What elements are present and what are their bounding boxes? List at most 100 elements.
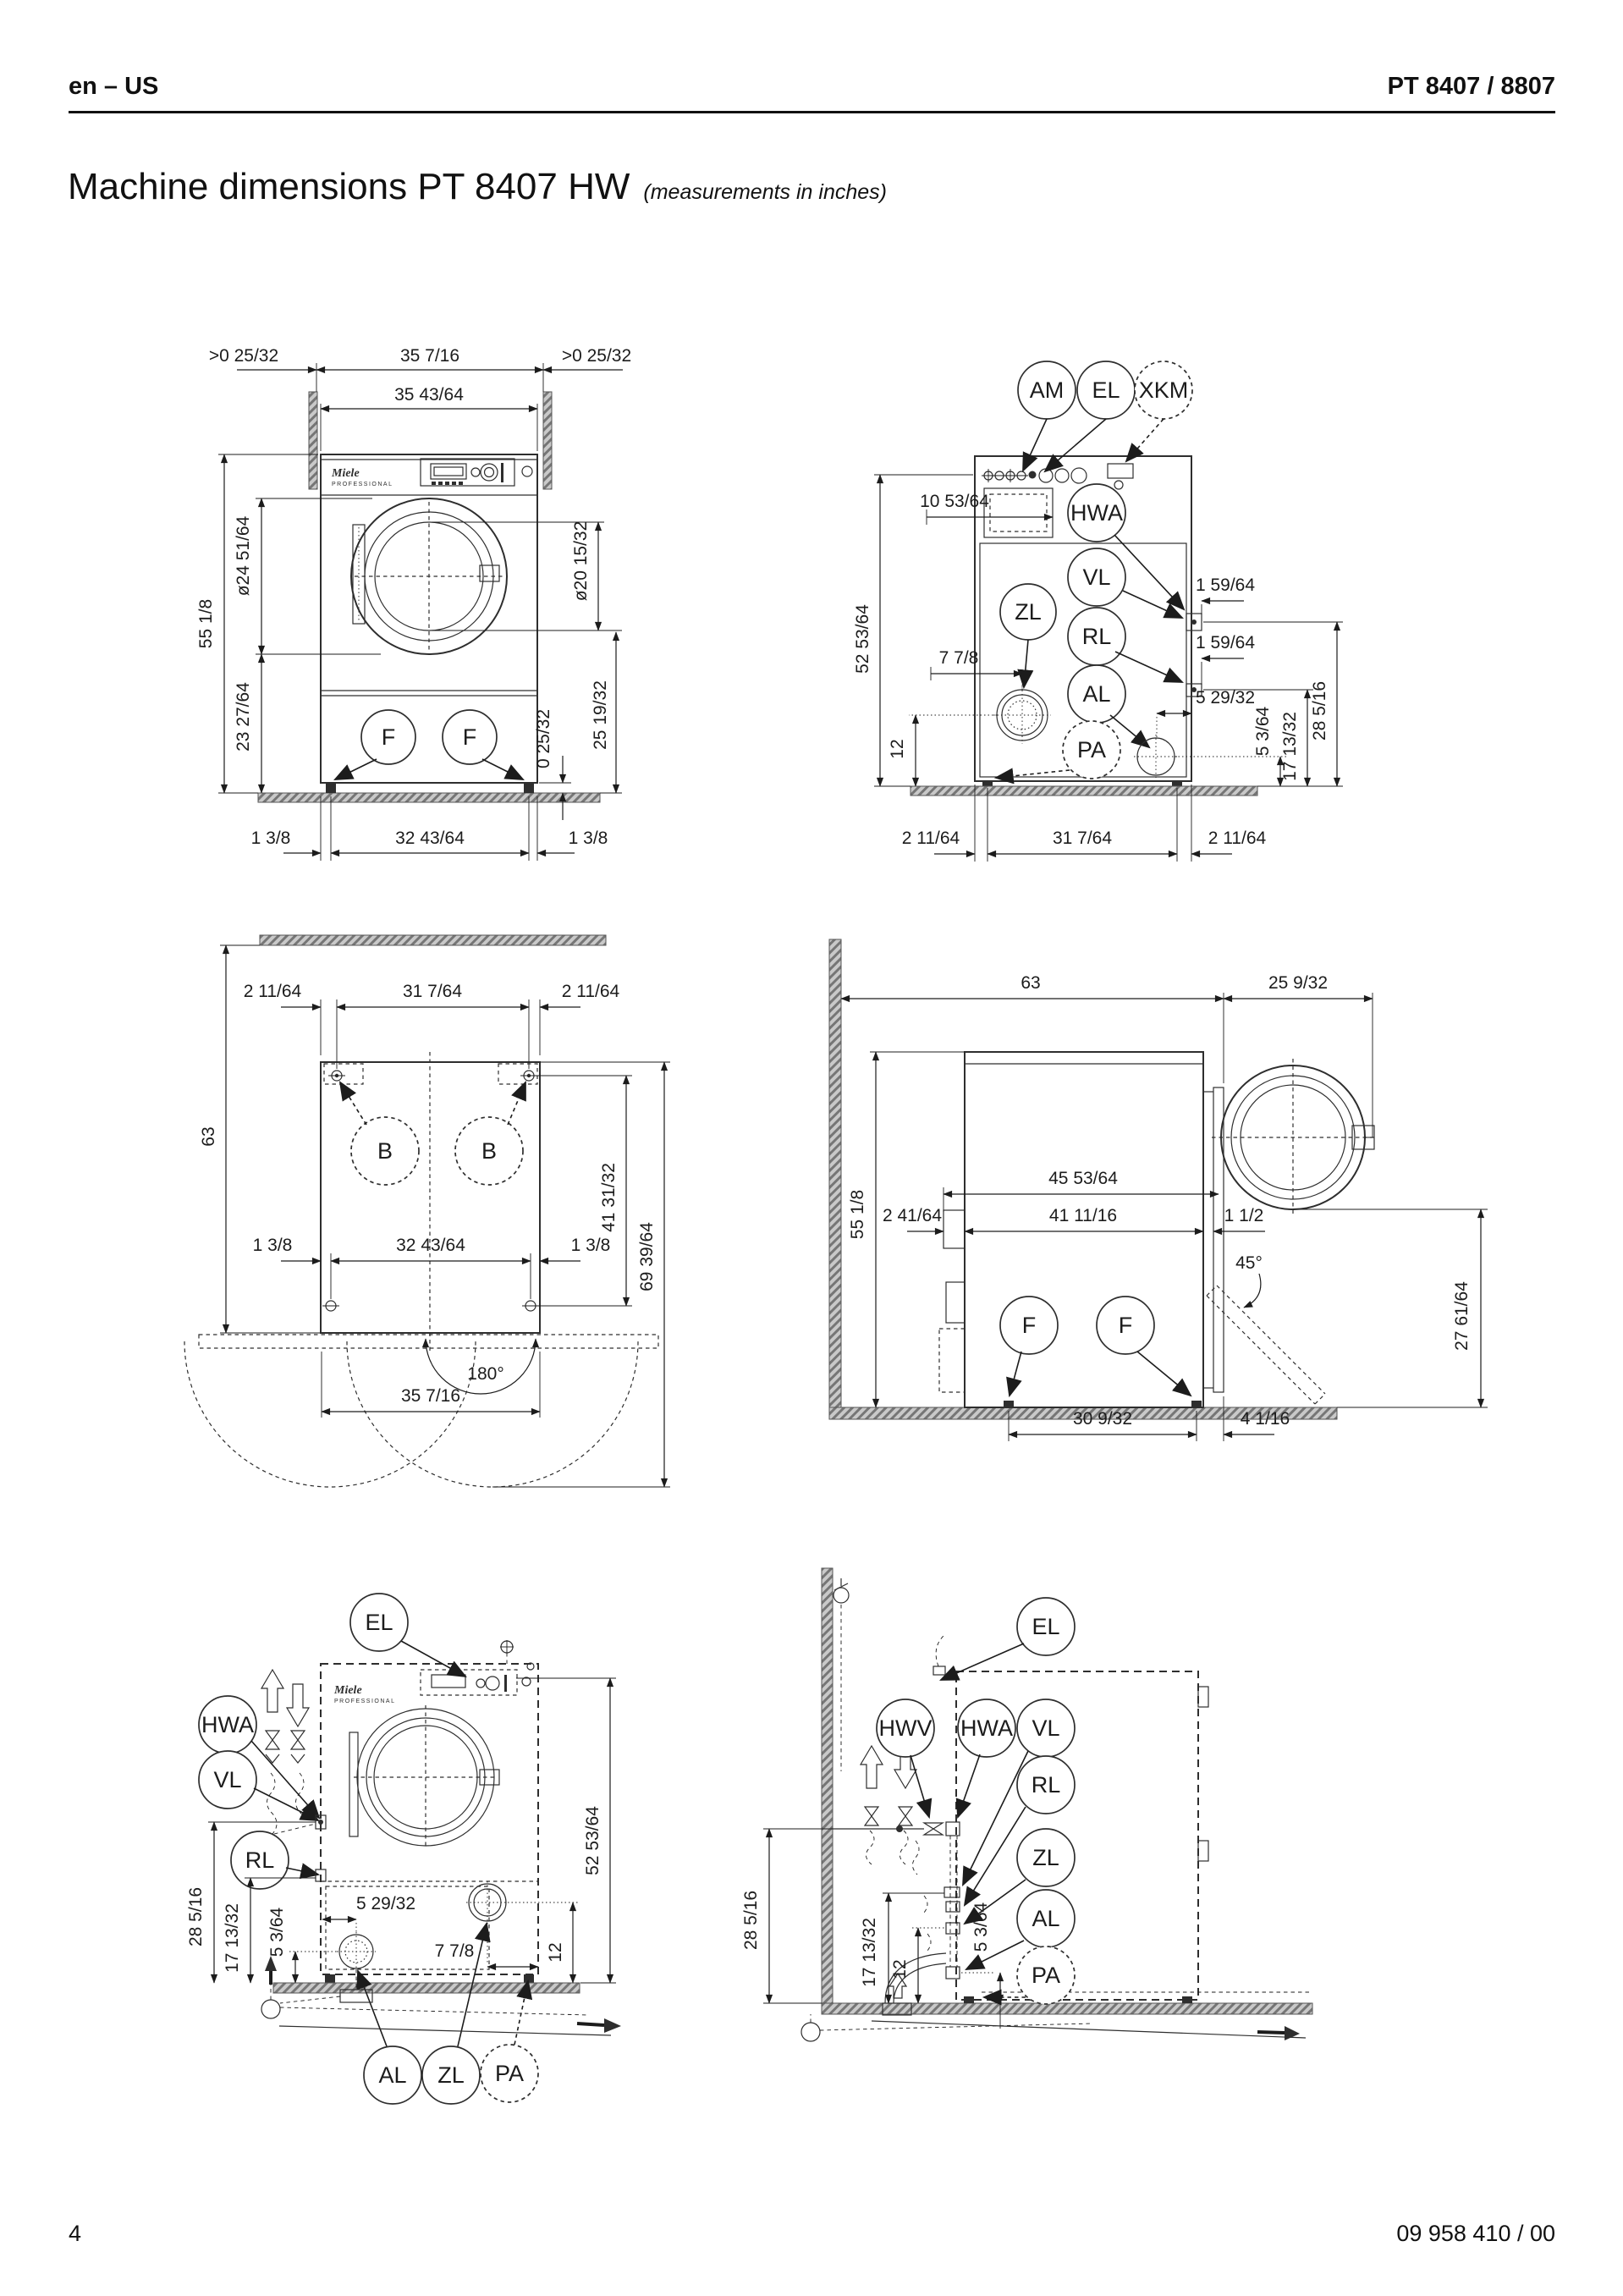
connections-side-diagram: EL HWV HWA VL RL ZL AL PA <box>741 1567 1313 2042</box>
floor-section <box>821 2002 1313 2015</box>
label-rl: RL <box>1082 624 1112 649</box>
top-view-diagram: B B 180° 2 11/64 31 7/64 2 11/64 63 <box>184 934 670 1488</box>
logo-text: Miele <box>331 467 360 480</box>
el-gland <box>1028 471 1037 479</box>
label-el: EL <box>1092 377 1120 403</box>
dim-rl-height: 17 13/32 <box>1280 712 1300 781</box>
dim-vl-offset: 1 59/64 <box>1196 575 1255 595</box>
dim-gap-left: >0 25/32 <box>209 346 278 366</box>
label-hwa: HWA <box>960 1715 1013 1741</box>
dim-anchor-inset-right: 2 11/64 <box>562 982 620 1001</box>
header-model: PT 8407 / 8807 <box>1387 73 1555 100</box>
dim-door-dia: ø20 15/32 <box>571 521 591 602</box>
dim-rear-proj: 2 41/64 <box>883 1206 942 1225</box>
foot-label: F <box>382 724 396 750</box>
label-vl: VL <box>213 1767 241 1792</box>
cf-dimensions: 52 53/64 28 5/16 17 13/32 5 3/64 5 29/32… <box>186 1677 616 1984</box>
page-title-sub: (measurements in inches) <box>643 180 888 204</box>
flow-up-arrow <box>859 1744 884 1789</box>
label-hwv: HWV <box>879 1715 933 1741</box>
footer-doc-number: 09 958 410 / 00 <box>1396 2221 1555 2246</box>
cs-callouts: EL HWV HWA VL RL ZL AL PA <box>876 1597 1076 2006</box>
dim-width-inner: 35 43/64 <box>394 385 464 405</box>
dim-top-foot-span: 32 43/64 <box>396 1236 465 1255</box>
label-pa: PA <box>495 2061 524 2086</box>
shutoff-valve-icon <box>922 1822 945 1836</box>
miele-logo: Miele PROFESSIONAL <box>331 467 392 487</box>
page-title-main: Machine dimensions PT 8407 HW <box>68 166 630 207</box>
foot-callouts: F F <box>999 1296 1192 1398</box>
top-machine-outline <box>320 1052 541 1353</box>
junction-box <box>983 487 1054 538</box>
label-xkm: XKM <box>1139 377 1189 403</box>
panel-button <box>470 467 481 477</box>
dim-width-outer: 35 7/16 <box>400 346 459 366</box>
door-hinge <box>352 524 366 625</box>
connections-front-diagram: Miele PROFESSIONAL <box>186 1593 621 2105</box>
dim-anchor-inset-left: 2 11/64 <box>244 982 302 1001</box>
header-rule <box>69 111 1555 113</box>
dim-door-bottom: 27 61/64 <box>1452 1281 1472 1351</box>
dim-depth-mid: 41 11/16 <box>1049 1206 1117 1225</box>
dim-foot-inset-right: 1 3/8 <box>569 829 608 848</box>
rear-top-connectors <box>982 463 1134 538</box>
program-knob <box>480 463 498 482</box>
label-pa: PA <box>1077 737 1106 763</box>
label-vl: VL <box>1082 564 1110 590</box>
dim-gap-right: >0 25/32 <box>562 346 631 366</box>
dim-anchor-span: 31 7/64 <box>403 982 462 1001</box>
dim-cf-al-offset: 5 29/32 <box>356 1894 415 1913</box>
dim-door-angle: 45° <box>1235 1253 1263 1273</box>
valve-icon <box>289 1730 306 1750</box>
logo-text: Miele <box>333 1684 362 1697</box>
footer-page-number: 4 <box>69 2221 82 2246</box>
dim-foot-inset-left: 1 3/8 <box>251 829 291 848</box>
flow-up-arrow <box>260 1668 285 1713</box>
vent-stack-icon <box>833 1587 850 1604</box>
door-swing: 180° <box>184 1334 670 1488</box>
dim-cs-al-height: 5 3/64 <box>971 1902 991 1952</box>
dim-foot-height: 0 25/32 <box>534 709 553 768</box>
dim-zl-offset: 7 7/8 <box>939 648 979 668</box>
dim-door-width: 35 7/16 <box>401 1386 460 1406</box>
cf-door <box>349 1705 500 1849</box>
valve-icon <box>897 1806 914 1826</box>
dim-swing-depth: 69 39/64 <box>637 1222 657 1291</box>
dim-drum-dia: ø24 51/64 <box>234 515 253 596</box>
rl-fitting <box>1186 683 1202 697</box>
dim-vl-height: 28 5/16 <box>1310 681 1329 741</box>
dim-depth: 63 <box>1021 973 1040 993</box>
dim-anchor-depth: 41 31/32 <box>599 1163 619 1232</box>
dim-cf-zl-offset: 7 7/8 <box>435 1941 475 1961</box>
label-al: AL <box>378 2062 406 2088</box>
dim-foot-span: 32 43/64 <box>395 829 465 848</box>
xkm-slot <box>1107 463 1134 479</box>
label-vl: VL <box>1032 1715 1059 1741</box>
front-machine-outline <box>320 454 538 793</box>
dim-rl-offset: 1 59/64 <box>1196 633 1255 652</box>
dim-door-height: 25 19/32 <box>591 680 610 750</box>
dim-rear-foot-right: 2 11/64 <box>1208 829 1267 848</box>
foot-label-circle <box>442 709 498 765</box>
dim-height-total: 55 1/8 <box>196 599 216 648</box>
dim-door-swing: 180° <box>467 1364 503 1384</box>
dim-door-proj: 25 9/32 <box>1268 973 1328 993</box>
el-connector <box>933 1666 946 1676</box>
rear-view-diagram: AM EL XKM HWA VL ZL RL AL PA <box>853 361 1343 862</box>
foot-label: F <box>1022 1313 1037 1338</box>
label-b: B <box>377 1138 393 1164</box>
dim-cf-height: 52 53/64 <box>583 1806 602 1875</box>
label-el: EL <box>1032 1614 1059 1639</box>
wall-section <box>828 939 842 1414</box>
dim-cf-rl-height: 17 13/32 <box>223 1903 242 1973</box>
foot-label: F <box>1119 1313 1133 1338</box>
dim-rear-height: 52 53/64 <box>853 604 872 674</box>
cs-drain-piping <box>800 1952 1307 2042</box>
power-button <box>521 465 533 477</box>
header-language: en – US <box>69 73 159 100</box>
flow-down-arrow <box>285 1683 311 1728</box>
foot-label-circle <box>360 709 416 765</box>
front-walls <box>257 391 601 803</box>
flow-up-arrow <box>888 1972 908 1999</box>
door-45deg-ghost <box>1206 1285 1326 1405</box>
